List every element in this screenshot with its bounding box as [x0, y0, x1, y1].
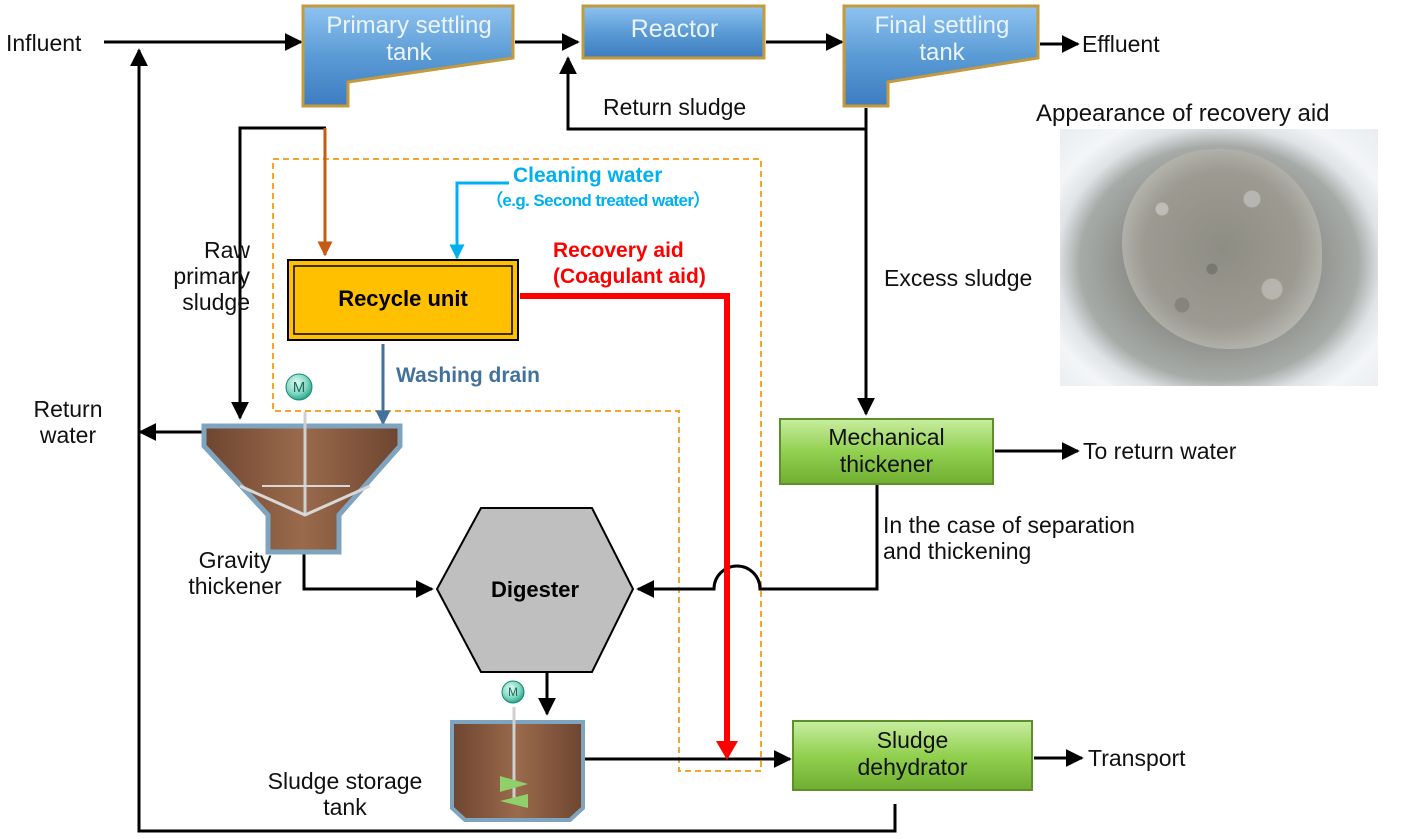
recycle-unit-label: Recycle unit [338, 286, 468, 311]
gravity-thickener-symbol [201, 373, 403, 555]
sludge-storage-tank-symbol [450, 680, 585, 822]
appearance-title: Appearance of recovery aid [1036, 100, 1330, 127]
recycle-unit-inner [293, 265, 513, 335]
sludge-dehydrator-box [792, 720, 1033, 791]
gravity-motor [285, 373, 313, 401]
recovery-aid-arrowhead [716, 741, 738, 760]
to-return-water-label: To return water [1083, 438, 1237, 464]
washing-drain-label: Washing drain [396, 364, 540, 387]
storage-motor [501, 680, 525, 704]
return-water-label: Return water [33, 396, 103, 448]
reactor-label: Reactor [630, 15, 719, 43]
primary-settling-tank-label: Primary settling tank [326, 12, 492, 66]
recovery-aid-photo [1060, 129, 1378, 386]
sludge-dehydrator-label: Sludge dehydrator [857, 727, 968, 780]
recovery-aid-line [520, 293, 730, 745]
influent-label: Influent [6, 30, 82, 56]
cleaning-water-arrow [449, 181, 509, 260]
cleaning-water-label: Cleaning water [513, 164, 663, 187]
recovery-aid-label: Recovery aid (Coagulant aid) [553, 239, 706, 288]
raw-primary-sludge-label: Raw primary sludge [173, 237, 250, 315]
cleaning-water-example: （e.g. Second treated water） [486, 191, 710, 210]
recycle-unit-outer [287, 259, 519, 341]
final-settling-tank [842, 4, 1040, 108]
gravity-thickener-label: Gravity thickener [188, 547, 282, 599]
raw-sludge-line [231, 126, 326, 420]
effluent-label: Effluent [1082, 31, 1160, 57]
transport-label: Transport [1088, 745, 1186, 771]
reactor-box [581, 4, 766, 60]
primary-settling-tank [301, 4, 515, 108]
gravity-to-digester [302, 552, 434, 598]
gravity-motor-label: M [292, 379, 306, 396]
digester-label: Digester [490, 577, 580, 602]
return-sludge-line [559, 56, 868, 131]
storage-motor-label: M [508, 685, 518, 699]
final-settling-tank-label: Final settling tank [874, 12, 1010, 66]
sludge-storage-tank-label: Sludge storage tank [267, 768, 423, 820]
mechanical-thickener-label: Mechanical thickener [828, 424, 945, 477]
mech-to-digester [636, 485, 879, 598]
separation-thickening-note: In the case of separation and thickening [883, 512, 1135, 564]
digester-hexagon [435, 507, 635, 673]
recycle-boundary [272, 158, 762, 772]
mechanical-thickener-box [779, 418, 994, 485]
excess-sludge-label: Excess sludge [884, 265, 1033, 291]
return-sludge-label: Return sludge [603, 94, 747, 120]
